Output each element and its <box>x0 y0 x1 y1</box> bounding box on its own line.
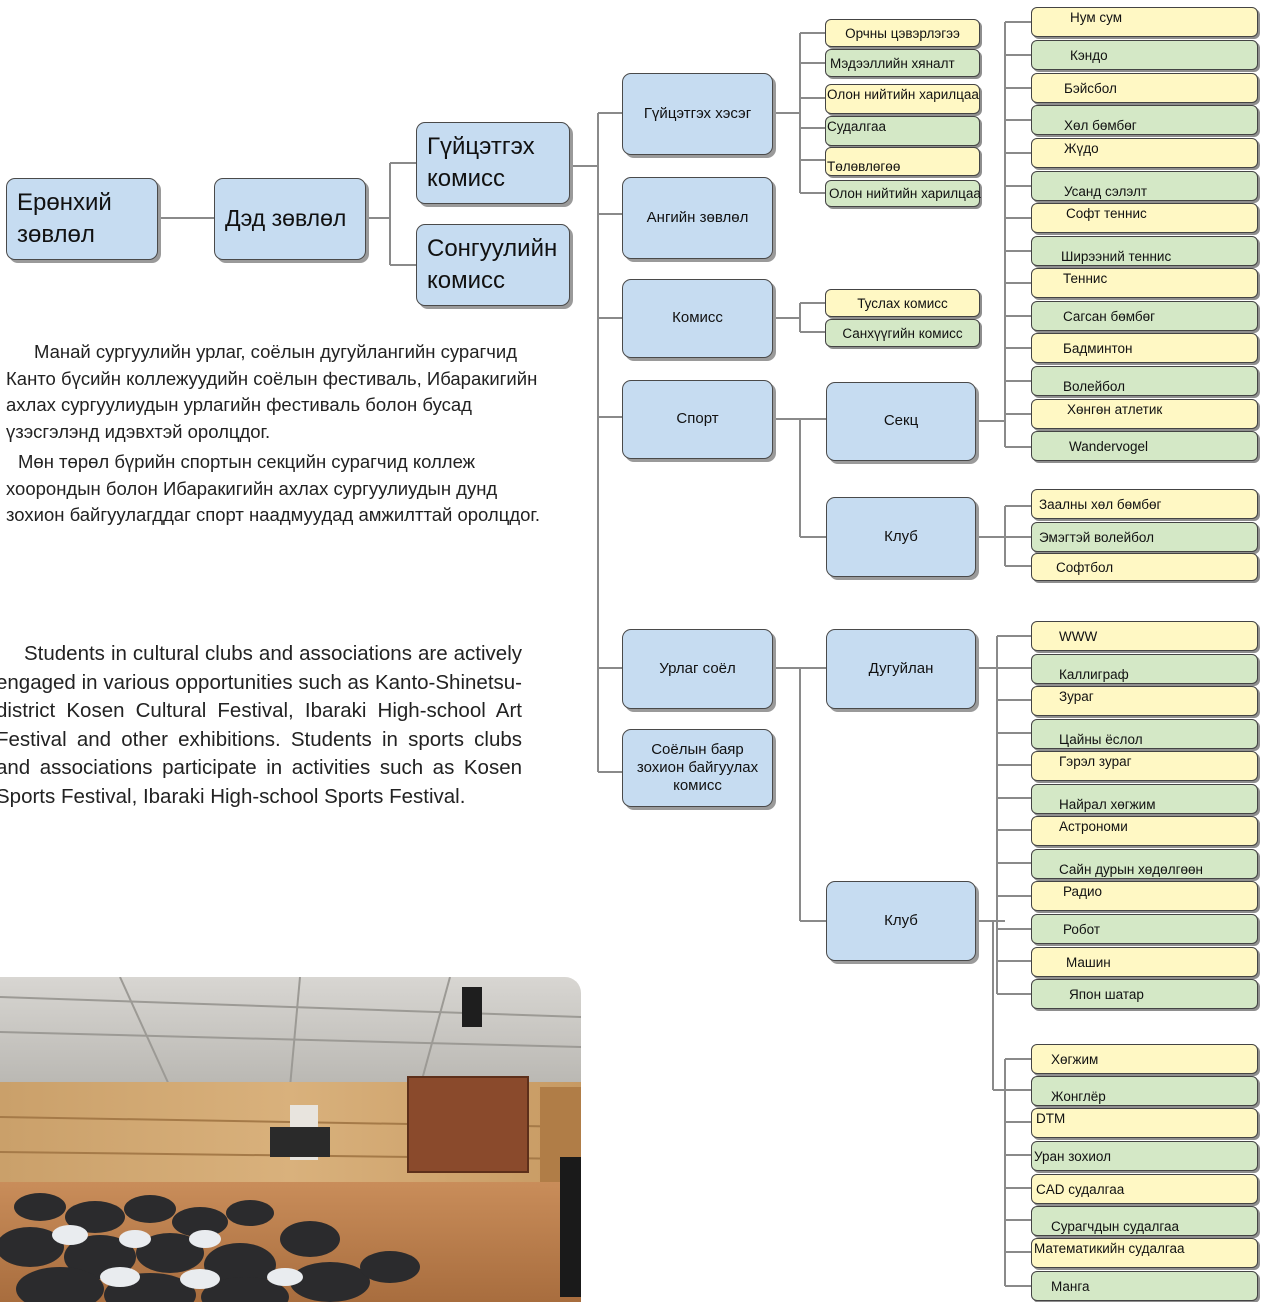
executive-dept-box: Гүйцэтгэх хэсэг <box>622 73 773 155</box>
circle-item: Цайны ёслол <box>1031 719 1258 749</box>
arts-club-item: Хөгжим <box>1031 1044 1258 1074</box>
arts-club-item: Жонглёр <box>1031 1076 1258 1106</box>
circle-item: WWW <box>1031 621 1258 651</box>
section-item: Теннис <box>1031 268 1258 298</box>
arts-culture-box: Урлаг соёл <box>622 629 773 709</box>
circle-item: Машин <box>1031 947 1258 977</box>
executive-commission-box: Гүйцэтгэх комисс <box>416 122 570 204</box>
sports-box: Спорт <box>622 380 773 459</box>
sports-club-item: Заалны хөл бөмбөг <box>1031 489 1258 519</box>
sports-section-box: Секц <box>826 382 976 461</box>
executive-item: Төлөвлөгөө <box>825 147 980 176</box>
circle-item: Радио <box>1031 881 1258 911</box>
section-item: Бадминтон <box>1031 333 1258 363</box>
section-item: Волейбол <box>1031 366 1258 396</box>
commission-item: Санхүүгийн комисс <box>825 319 980 347</box>
circle-item: Зураг <box>1031 686 1258 716</box>
section-item: Нум сум <box>1031 7 1258 37</box>
section-item: Кэндо <box>1031 40 1258 70</box>
commission-box: Комисс <box>622 279 773 358</box>
arts-club-item: Уран зохиол <box>1031 1141 1258 1171</box>
arts-club-item: Сурагчдын судалгаа <box>1031 1206 1258 1236</box>
festival-committee-box: Соёлын баяр зохион байгуулах комисс <box>622 729 773 807</box>
section-item: Усанд сэлэлт <box>1031 171 1258 201</box>
mongolian-paragraph-1: Манай сургуулийн урлаг, соёлын дугуйланг… <box>6 341 538 442</box>
arts-club-box: Клуб <box>826 881 976 961</box>
executive-item: Мэдээллийн хяналт <box>825 49 980 77</box>
arts-club-item: Математикийн судалгаа <box>1031 1238 1258 1268</box>
mongolian-paragraph-2: Мөн төрөл бүрийн спортын секцийн сурагчи… <box>6 451 541 525</box>
election-commission-box: Сонгуулийн комисс <box>416 224 570 306</box>
section-item: Хөнгөн атлетик <box>1031 399 1258 429</box>
section-item: Жүдо <box>1031 138 1258 168</box>
commission-item: Туслах комисс <box>825 289 980 317</box>
circle-item: Гэрэл зураг <box>1031 751 1258 781</box>
sports-club-item: Эмэгтэй волейбол <box>1031 522 1258 552</box>
gymnasium-photo <box>0 977 581 1302</box>
circle-item: Сайн дурын хөдөлгөөн <box>1031 849 1258 879</box>
circle-item: Каллиграф <box>1031 654 1258 684</box>
executive-item: Олон нийтийн харилцаа <box>825 180 981 207</box>
section-item: Хөл бөмбөг <box>1031 105 1258 135</box>
section-item: Wandervogel <box>1031 431 1258 461</box>
english-text: Students in cultural clubs and associati… <box>0 642 522 808</box>
section-item: Софт теннис <box>1031 203 1258 233</box>
section-item: Сагсан бөмбөг <box>1031 301 1258 331</box>
executive-item: Олон нийтийн харилцаа <box>825 84 980 114</box>
circle-item: Найрал хөгжим <box>1031 784 1258 814</box>
general-council-box: Ерөнхий зөвлөл <box>6 178 158 260</box>
executive-item: Судалгаа <box>825 116 980 146</box>
executive-item: Орчны цэвэрлэгээ <box>825 19 980 47</box>
sports-club-box: Клуб <box>826 497 976 577</box>
class-council-box: Ангийн зөвлөл <box>622 177 773 259</box>
sports-club-item: Софтбол <box>1031 553 1258 581</box>
sub-council-box: Дэд зөвлөл <box>214 178 366 260</box>
arts-circle-box: Дугуйлан <box>826 629 976 709</box>
arts-club-item: Манга <box>1031 1271 1258 1301</box>
circle-item: Робот <box>1031 914 1258 944</box>
arts-club-item: CAD судалгаа <box>1031 1174 1258 1204</box>
arts-club-item: DTM <box>1031 1108 1258 1138</box>
circle-item: Астрономи <box>1031 816 1258 846</box>
section-item: Бэйсбол <box>1031 73 1258 103</box>
gymnasium-photo-illustration <box>0 977 581 1302</box>
circle-item: Япон шатар <box>1031 979 1258 1009</box>
mongolian-text: Манай сургуулийн урлаг, соёлын дугуйланг… <box>6 339 558 529</box>
section-item: Ширээний теннис <box>1031 236 1258 266</box>
